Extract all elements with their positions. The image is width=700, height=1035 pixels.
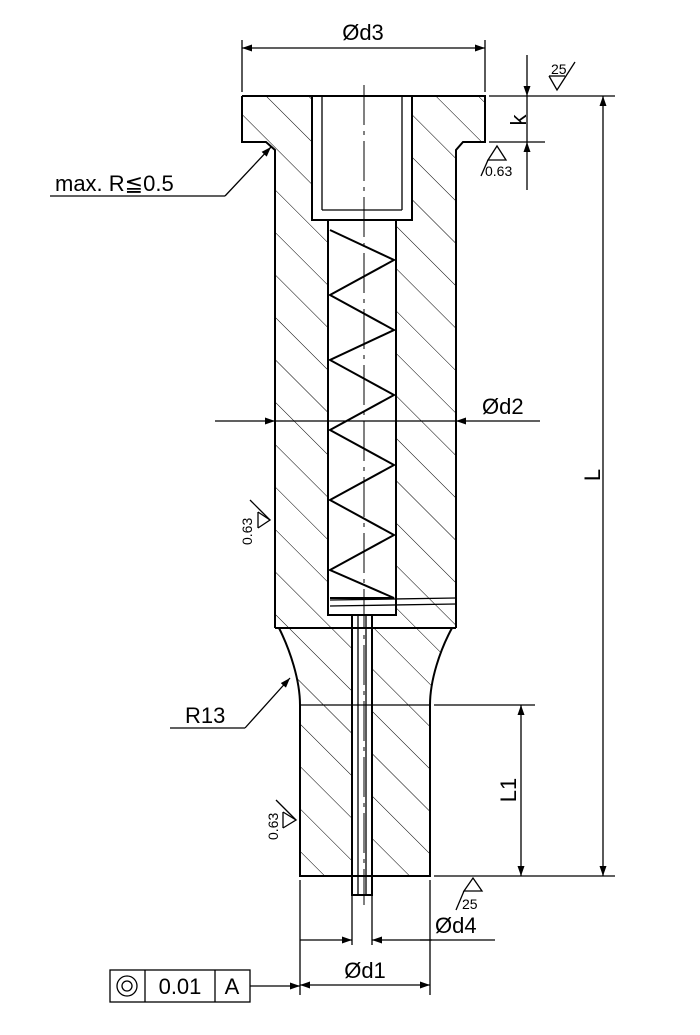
shank-right-section — [372, 628, 452, 876]
radius-label: R13 — [185, 703, 225, 728]
roughness-tip-value: 0.63 — [265, 813, 281, 840]
L1-label: L1 — [496, 778, 521, 802]
spring — [327, 229, 397, 599]
max-radius-label: max. R≦0.5 — [55, 171, 174, 196]
d4-label: Ød4 — [435, 913, 477, 938]
roughness-bottom: 25 — [455, 876, 484, 912]
dimension-d4: Ød4 — [300, 880, 495, 945]
radius-note: R13 — [170, 677, 291, 729]
part-section — [242, 96, 485, 876]
tolerance-datum: A — [225, 974, 240, 999]
d1-label: Ød1 — [344, 958, 386, 983]
d2-label: Ød2 — [482, 394, 524, 419]
dimension-d2: Ød2 — [215, 394, 540, 425]
roughness-head-underside: 0.63 — [480, 144, 512, 179]
part-outline — [241, 95, 486, 896]
roughness-tip: 0.63 — [265, 799, 298, 840]
head-left-section — [242, 96, 352, 628]
tolerance-frame: 0.01 A — [109, 969, 300, 1003]
concentricity-icon — [116, 975, 138, 997]
d3-label: Ød3 — [342, 20, 384, 45]
dimension-d3: Ød3 — [241, 20, 486, 92]
roughness-head-value: 0.63 — [485, 163, 512, 179]
roughness-top-value: 25 — [551, 61, 567, 77]
roughness-body-value: 0.63 — [239, 518, 255, 545]
roughness-body: 0.63 — [239, 499, 272, 545]
max-radius-note: max. R≦0.5 — [50, 146, 272, 197]
shank-left-section — [279, 628, 352, 876]
L-label: L — [580, 469, 605, 481]
dimension-L1: L1 — [434, 704, 535, 876]
head-right-section — [372, 96, 485, 628]
roughness-bottom-value: 25 — [462, 896, 478, 912]
dimension-k: k — [489, 55, 615, 190]
k-label: k — [506, 114, 531, 126]
tolerance-value: 0.01 — [159, 974, 202, 999]
dimension-d1: Ød1 — [299, 880, 431, 995]
dimension-L: L — [434, 96, 615, 877]
roughness-top: 25 — [548, 61, 576, 92]
